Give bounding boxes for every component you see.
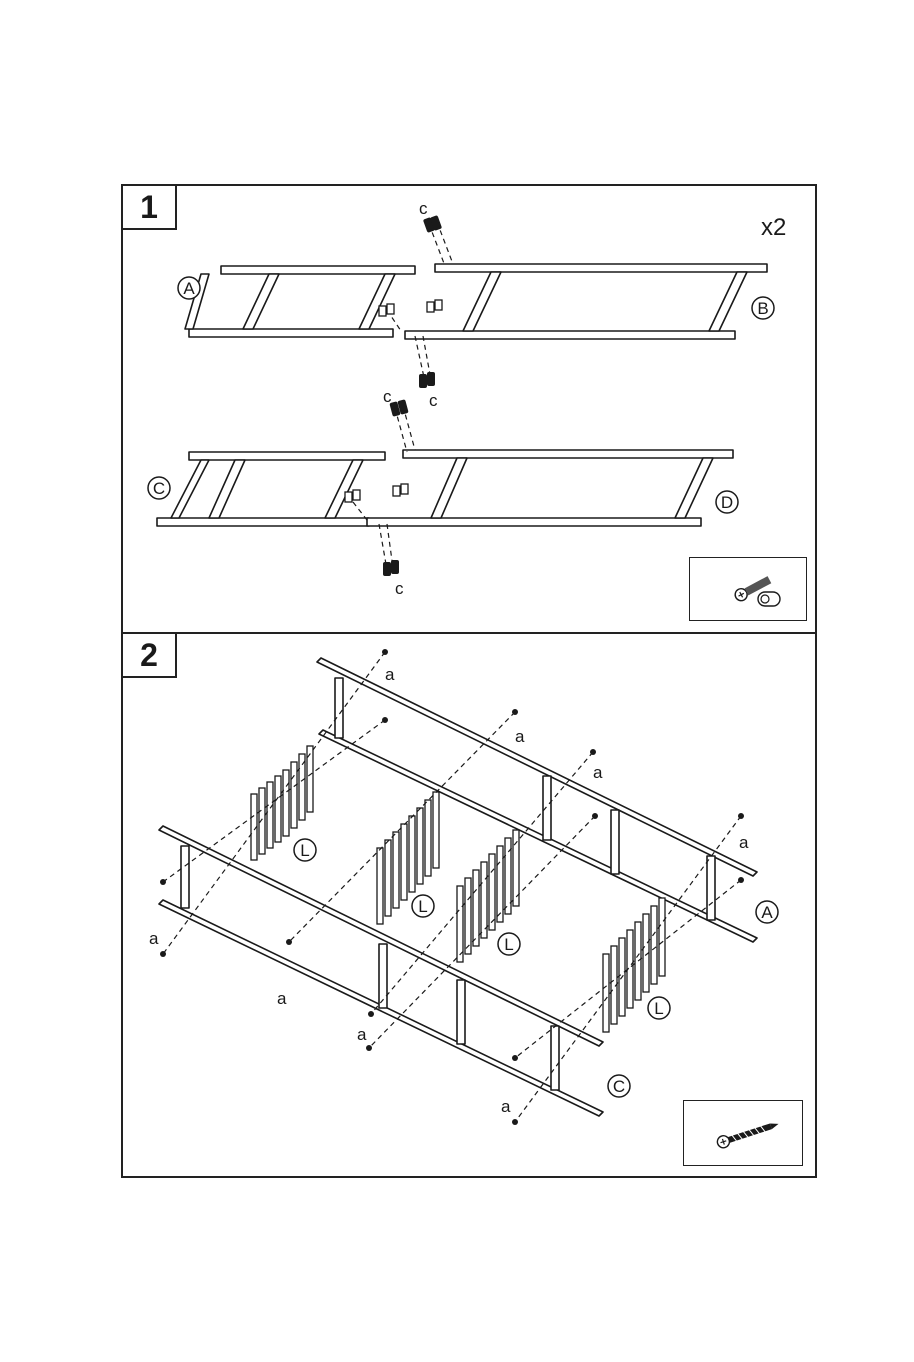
part-label-c: C [148,477,170,499]
step-2-panel: 2 [121,632,817,1178]
step-2-diagram: a a a a a a a a L L L L [123,634,819,1180]
rail-frame-b [405,264,767,339]
step-1-multiplier: x2 [761,214,786,241]
barrel-nut-upper [379,300,442,316]
part-label-c: C [608,1075,630,1097]
svg-text:A: A [761,903,773,922]
part-label-a: A [178,277,200,299]
hardware-label: c [429,391,438,410]
wood-screw-icon [684,1101,804,1167]
svg-text:B: B [757,299,768,318]
bolt-c-lower-2 [383,560,399,576]
barrel-nut-lower [345,484,408,502]
bolt-c-upper-2 [419,372,435,388]
part-label-l: L [294,839,316,861]
part-label-b: B [752,297,774,319]
rail-joint-ab [387,222,453,382]
hardware-label: c [383,387,392,406]
hardware-box-step-1 [689,557,807,621]
hardware-label: c [395,579,404,598]
part-label-l: L [648,997,670,1019]
svg-text:L: L [504,935,513,954]
hardware-label: a [501,1097,511,1116]
hardware-label: a [277,989,287,1008]
hardware-label: c [419,199,428,218]
hardware-label: a [593,763,603,782]
hardware-label: a [149,929,159,948]
step-1-panel: 1 x2 [121,184,817,634]
svg-text:L: L [300,841,309,860]
part-label-l: L [412,895,434,917]
rail-frame-a [185,266,415,337]
hardware-label: a [515,727,525,746]
bolt-c-lower-1 [389,399,408,417]
hardware-label: a [739,833,749,852]
part-label-a: A [756,901,778,923]
bolt-and-barrel-nut-icon [690,558,808,622]
hardware-label: a [357,1025,367,1044]
part-label-l: L [498,933,520,955]
hardware-label: a [385,665,395,684]
svg-text:C: C [613,1077,625,1096]
svg-text:D: D [721,493,733,512]
svg-text:L: L [418,897,427,916]
rail-frame-c [157,452,385,526]
hardware-box-step-2 [683,1100,803,1166]
svg-text:C: C [153,479,165,498]
part-label-d: D [716,491,738,513]
rail-frame-d [367,450,733,526]
wood-screws [160,649,744,1125]
svg-text:L: L [654,999,663,1018]
svg-text:A: A [183,279,195,298]
